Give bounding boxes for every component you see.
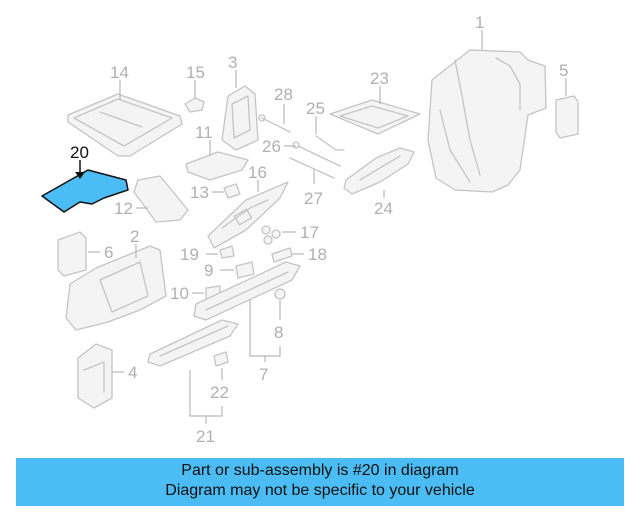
part-20-pad bbox=[41, 169, 129, 213]
banner-line-1: Part or sub-assembly is #20 in diagram bbox=[181, 462, 459, 479]
callout-10: 10 bbox=[170, 284, 189, 303]
part-6-cover bbox=[57, 231, 87, 277]
part-17-clips bbox=[261, 225, 281, 245]
part-11-bracket bbox=[185, 151, 249, 181]
part-26-wrench bbox=[292, 141, 341, 167]
part-21-scuff-plate bbox=[147, 319, 239, 367]
part-28-bolt bbox=[258, 114, 291, 133]
callout-9: 9 bbox=[204, 261, 213, 280]
part-16-trim bbox=[207, 181, 289, 249]
part-13-clip bbox=[223, 183, 241, 199]
callout-19: 19 bbox=[180, 245, 199, 264]
part-9-clip bbox=[235, 261, 255, 279]
callout-25: 25 bbox=[306, 99, 325, 118]
callout-26: 26 bbox=[262, 137, 281, 156]
callout-1: 1 bbox=[475, 13, 484, 32]
callout-17: 17 bbox=[300, 223, 319, 242]
part-20-shape bbox=[41, 169, 129, 213]
callout-3: 3 bbox=[228, 53, 237, 72]
callout-15: 15 bbox=[186, 63, 205, 82]
part-19-clip bbox=[219, 245, 235, 259]
part-24-jack bbox=[343, 147, 415, 195]
part-4-bracket bbox=[77, 343, 113, 409]
callout-4: 4 bbox=[128, 363, 137, 382]
part-1-quarter-trim bbox=[427, 49, 547, 193]
part-22-clip bbox=[213, 351, 229, 367]
part-7-sill-plate bbox=[193, 261, 301, 321]
callout-24: 24 bbox=[374, 199, 393, 218]
part-3-bracket bbox=[221, 85, 259, 151]
part-2-side-trim bbox=[65, 245, 167, 331]
callout-18: 18 bbox=[308, 245, 327, 264]
callout-28: 28 bbox=[274, 85, 293, 104]
callout-22: 22 bbox=[210, 383, 229, 402]
callout-2: 2 bbox=[130, 227, 139, 246]
callout-20: 20 bbox=[70, 143, 89, 162]
part-23-tray bbox=[329, 99, 421, 135]
callout-7: 7 bbox=[259, 365, 268, 384]
part-15-clip bbox=[184, 97, 205, 113]
callout-13: 13 bbox=[190, 183, 209, 202]
part-18-clip bbox=[271, 247, 293, 263]
callout-16: 16 bbox=[248, 163, 267, 182]
part-27-rod bbox=[289, 157, 335, 179]
part-25-handle bbox=[315, 135, 345, 151]
callout-21: 21 bbox=[196, 427, 215, 446]
info-banner: Part or sub-assembly is #20 in diagram D… bbox=[16, 458, 624, 506]
callout-27: 27 bbox=[304, 189, 323, 208]
callout-11: 11 bbox=[195, 123, 213, 142]
callout-23: 23 bbox=[370, 69, 389, 88]
part-14-floor-board bbox=[67, 93, 183, 157]
callout-8: 8 bbox=[274, 323, 283, 342]
callout-6: 6 bbox=[104, 243, 113, 262]
callout-5: 5 bbox=[559, 61, 568, 80]
part-5-cover bbox=[555, 95, 579, 139]
part-12-panel bbox=[133, 175, 189, 223]
banner-line-2: Diagram may not be specific to your vehi… bbox=[165, 482, 475, 499]
callout-12: 12 bbox=[114, 199, 133, 218]
part-8-clip bbox=[274, 288, 286, 300]
callout-14: 14 bbox=[110, 63, 129, 82]
